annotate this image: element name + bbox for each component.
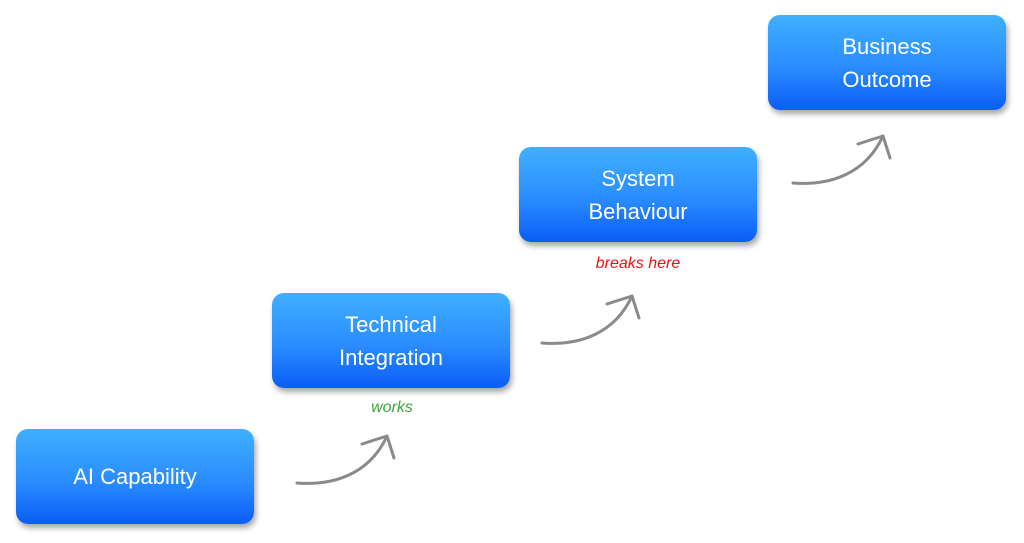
step-label: Business Outcome xyxy=(842,33,932,92)
annotation-breaks-here: breaks here xyxy=(595,255,681,272)
step-business-outcome: Business Outcome xyxy=(768,15,1006,110)
curved-arrow-icon xyxy=(295,434,396,485)
step-label: AI Capability xyxy=(73,464,197,489)
annotation-works: works xyxy=(371,399,413,416)
curved-arrow-icon xyxy=(791,134,892,185)
curved-arrow-icon xyxy=(540,294,641,345)
step-system-behaviour: System Behaviour xyxy=(519,147,757,242)
step-label: Technical Integration xyxy=(339,311,443,370)
step-technical-integration: Technical Integration xyxy=(272,293,510,388)
step-label: System Behaviour xyxy=(588,165,688,224)
step-ai-capability: AI Capability xyxy=(16,429,254,524)
